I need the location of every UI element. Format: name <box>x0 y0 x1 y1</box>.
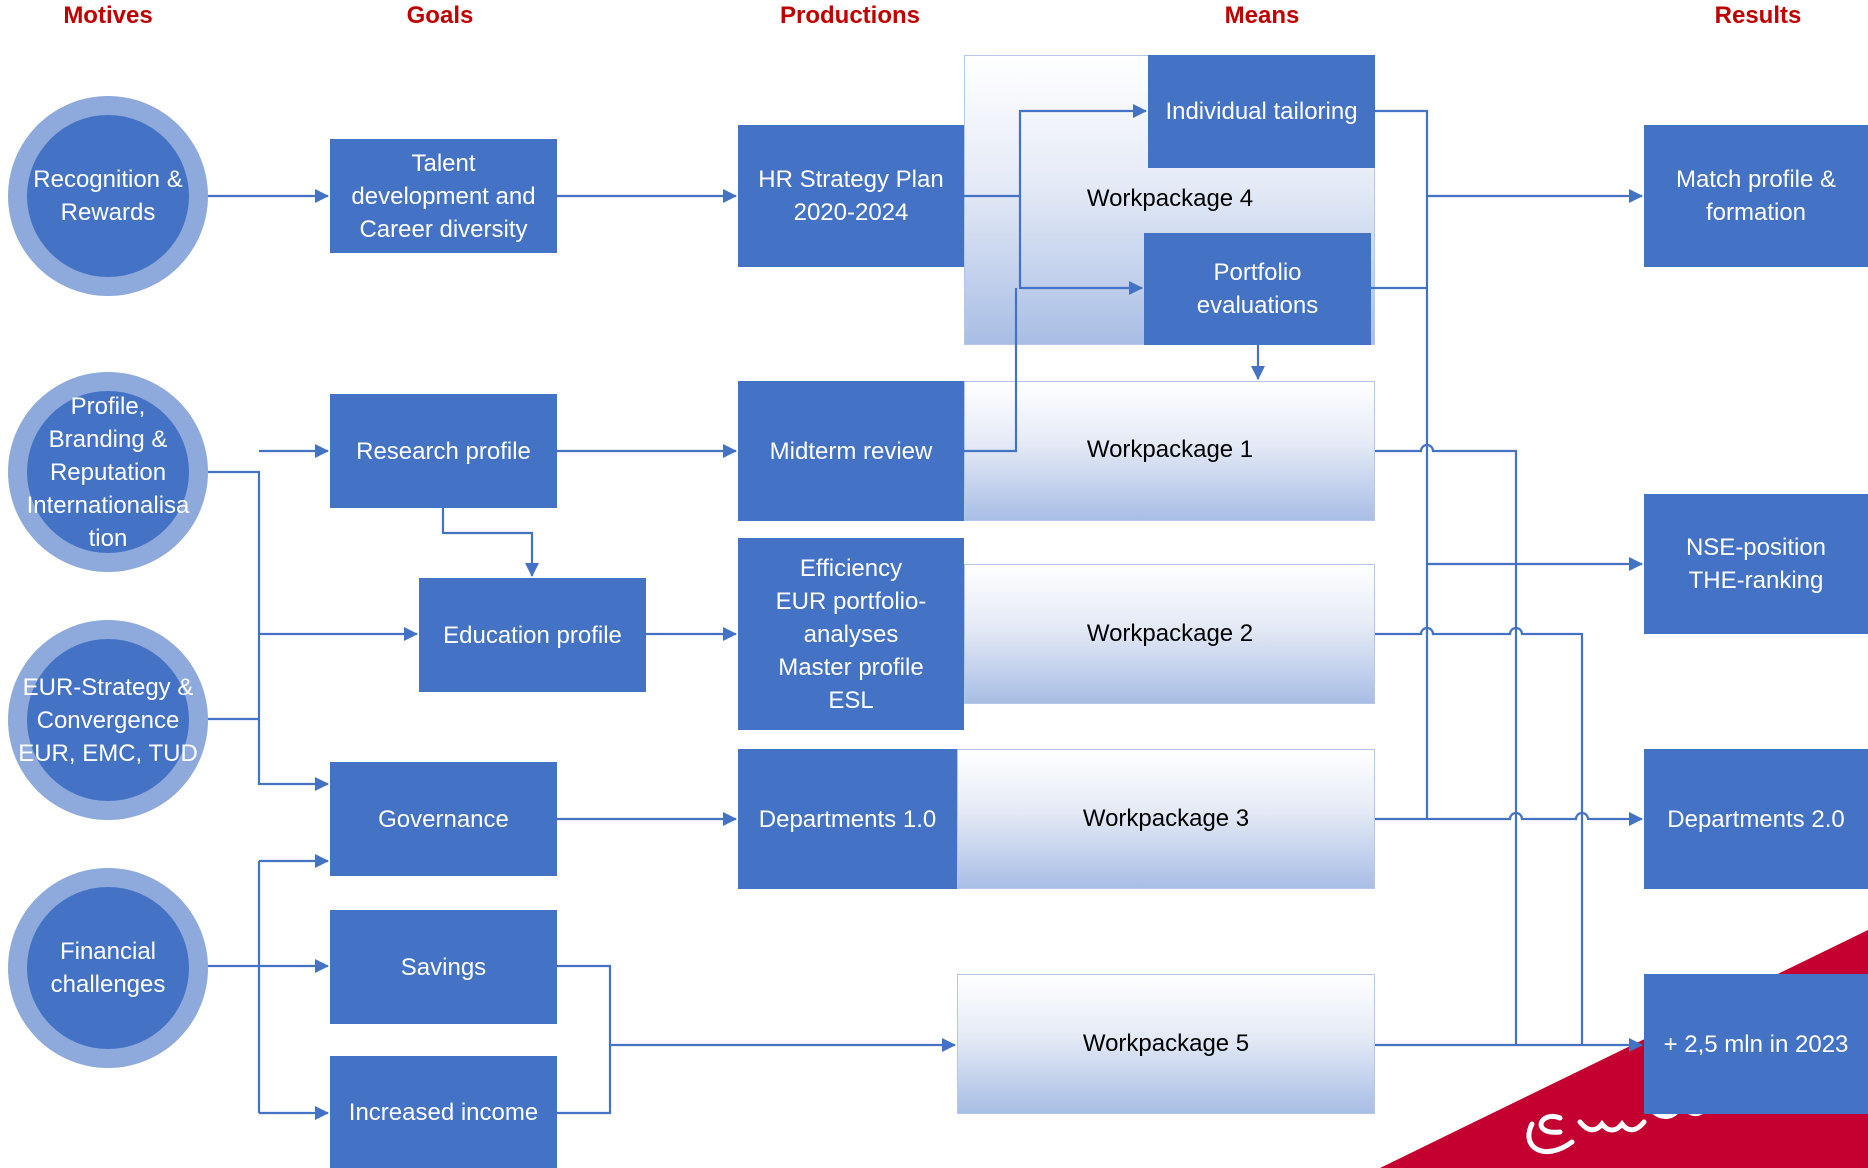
workpackage-3-label: Workpackage 3 <box>1082 805 1250 832</box>
goal-governance-box: Governance <box>330 762 557 876</box>
result-match-box: Match profile & formation <box>1644 125 1868 267</box>
motive-financial-circle: Financial challenges <box>8 868 208 1068</box>
erasmus-logo <box>1526 1097 1709 1154</box>
goal-research-box: Research profile <box>330 394 557 508</box>
motive-recognition-circle: Recognition & Rewards <box>8 96 208 296</box>
header-results: Results <box>1714 2 1802 29</box>
workpackage-3-panel <box>957 749 1375 889</box>
motive-recognition-label: Recognition & Rewards <box>33 166 183 226</box>
header-goals: Goals <box>406 2 474 29</box>
result-departments-box: Departments 2.0 <box>1644 749 1868 889</box>
motive-profile-circle: Profile, Branding & Reputation Internati… <box>8 372 208 572</box>
workpackage-2-label: Workpackage 2 <box>1086 620 1254 647</box>
workpackage-1-panel <box>964 381 1375 521</box>
motive-strategy-circle: EUR-Strategy & Convergence EUR, EMC, TUD <box>8 620 208 820</box>
workpackage-4-label: Workpackage 4 <box>1086 185 1254 212</box>
workpackage-2-panel <box>964 564 1375 704</box>
means-portfolio-box: Portfolio evaluations <box>1144 233 1371 345</box>
production-hr-plan-box: HR Strategy Plan 2020-2024 <box>738 125 964 267</box>
result-nse-box: NSE-position THE-ranking <box>1644 494 1868 634</box>
header-motives: Motives <box>63 2 153 29</box>
means-tailoring-box: Individual tailoring <box>1148 55 1375 168</box>
goal-talent-box: Talent development and Career diversity <box>330 139 557 253</box>
production-departments-box: Departments 1.0 <box>738 749 957 889</box>
header-productions: Productions <box>779 2 920 29</box>
header-means: Means <box>1224 2 1300 29</box>
motive-profile-label: Profile, Branding & Reputation Internati… <box>26 392 190 552</box>
workpackage-1-label: Workpackage 1 <box>1086 436 1254 463</box>
workpackage-5-label: Workpackage 5 <box>1082 1030 1250 1057</box>
goal-income-box: Increased income <box>330 1056 557 1168</box>
goal-education-box: Education profile <box>419 578 646 692</box>
production-efficiency-box: Efficiency EUR portfolio- analyses Maste… <box>738 538 964 730</box>
goal-savings-box: Savings <box>330 910 557 1024</box>
result-income-box: + 2,5 mln in 2023 <box>1644 974 1868 1114</box>
workpackage-5-panel <box>957 974 1375 1114</box>
motive-financial-label: Financial challenges <box>50 938 166 998</box>
motive-strategy-label: EUR-Strategy & Convergence EUR, EMC, TUD <box>18 673 198 767</box>
production-midterm-box: Midterm review <box>738 381 964 521</box>
